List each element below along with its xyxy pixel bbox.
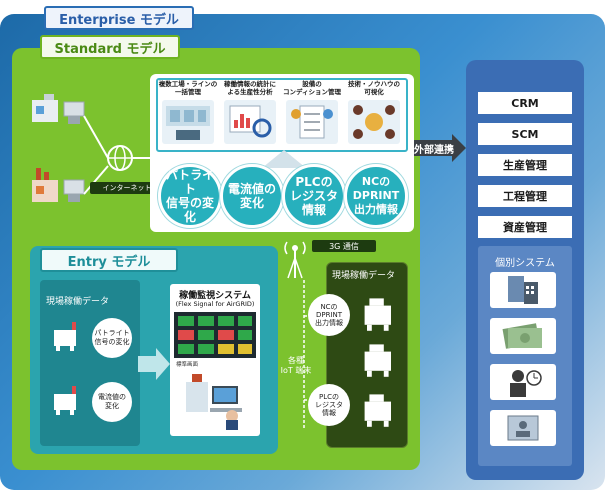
plc-register-bubble: PLCの レジスタ 情報 <box>308 384 350 426</box>
calculator-icon <box>508 276 538 304</box>
calculator-card <box>490 272 556 308</box>
data-source-plc: PLCの レジスタ 情報 <box>282 164 346 228</box>
machine-icon <box>54 322 76 351</box>
enterprise-model-label: Enterprise モデル <box>44 6 194 30</box>
feature-know-how: 技術・ノウハウの 可視化 <box>344 80 404 150</box>
people-network-icon <box>348 100 400 144</box>
entry-current-bubble: 電流値の 変化 <box>92 382 132 422</box>
machine-icon <box>364 344 391 377</box>
nc-dprint-bubble: NCの DPRINT 出力情報 <box>308 294 350 336</box>
internet-label: インターネット <box>90 182 164 194</box>
feature-title: 複数工場・ラインの 一括管理 <box>158 80 218 96</box>
system-process: 工程管理 <box>478 185 572 207</box>
dashboard-screen-icon <box>174 312 256 358</box>
individual-systems-title: 個別システム <box>495 258 555 269</box>
computer-icon-2 <box>63 179 85 202</box>
monitoring-system-title: 稼働監視システム <box>179 291 251 301</box>
entry-model-label: Entry モデル <box>40 248 178 272</box>
machine-icon <box>54 386 76 415</box>
monitoring-system-subtitle: (Flex Signal for AirGRID) <box>175 300 255 308</box>
analytics-chart-icon <box>224 100 276 144</box>
network-3g-label: 3G 通信 <box>312 240 376 252</box>
system-crm: CRM <box>478 92 572 114</box>
data-source-patlite: パトライト 信号の変化 <box>158 164 222 228</box>
right-arrow-icon <box>138 348 170 380</box>
machine-icon <box>364 298 391 331</box>
machine-icon <box>364 394 391 427</box>
operator-workstation-icon <box>186 374 242 430</box>
external-link-arrow-icon <box>414 134 466 162</box>
feature-productivity: 稼働情報の統計に よる生産性分析 <box>220 80 280 150</box>
entry-field-title: 現場稼働データ <box>46 297 110 307</box>
antenna-icon <box>284 241 306 279</box>
checklist-icon <box>286 100 338 144</box>
feature-multi-line: 複数工場・ラインの 一括管理 <box>158 80 218 150</box>
external-link-label: 外部連携 <box>414 144 454 156</box>
system-asset: 資産管理 <box>478 216 572 238</box>
id-card-icon <box>507 415 539 441</box>
up-arrow-icon <box>262 150 306 168</box>
money-card <box>490 318 556 354</box>
factory-building-icon <box>32 94 58 122</box>
field-data-title: 現場稼働データ <box>332 271 396 281</box>
factory-network-illustration <box>32 94 150 202</box>
feature-title: 稼働情報の統計に よる生産性分析 <box>224 80 276 96</box>
feature-condition: 設備の コンディション管理 <box>282 80 342 150</box>
id-card-card <box>490 410 556 446</box>
money-icon <box>502 323 542 349</box>
globe-icon <box>107 145 133 171</box>
person-clock-icon <box>510 370 542 397</box>
staff-card <box>490 364 556 400</box>
system-production: 生産管理 <box>478 154 572 176</box>
entry-patlite-bubble: パトライト 信号の変化 <box>92 318 132 358</box>
feature-title: 技術・ノウハウの 可視化 <box>348 80 400 96</box>
feature-title: 設備の コンディション管理 <box>282 80 342 96</box>
data-source-current: 電流値の 変化 <box>220 164 284 228</box>
monitoring-caption: 標準画面 <box>176 362 199 368</box>
factory-chimney-icon <box>32 168 58 202</box>
computer-icon <box>63 101 85 124</box>
system-scm: SCM <box>478 123 572 145</box>
data-source-nc: NCの DPRINT 出力情報 <box>344 164 408 228</box>
factory-dashboard-icon <box>162 100 214 144</box>
standard-model-label: Standard モデル <box>40 35 180 59</box>
